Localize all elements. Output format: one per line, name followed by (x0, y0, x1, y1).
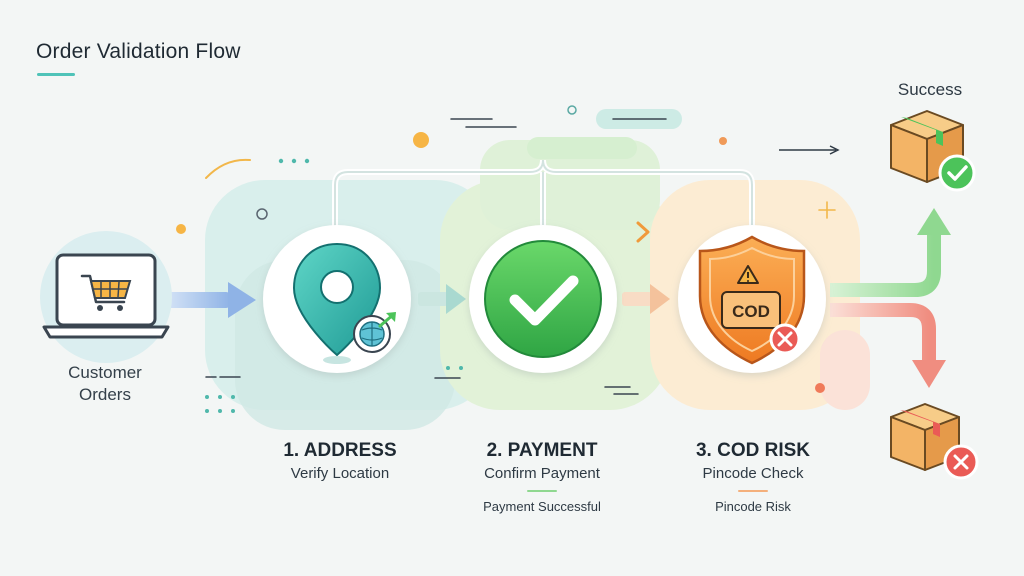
shopping-cart-icon (80, 274, 132, 311)
payment-status-bar (527, 490, 557, 492)
customer-label-line1: Customer (68, 363, 142, 382)
arrow-payment-to-cod (622, 284, 670, 314)
arrow-customer-to-address (160, 282, 256, 318)
shield-cod-label: COD (732, 302, 770, 321)
step-payment-title: 2. PAYMENT (486, 440, 598, 461)
step-payment-node (469, 225, 617, 373)
arrow-to-success (830, 208, 951, 297)
arrow-address-to-payment (418, 284, 466, 314)
customer-label-line2: Orders (79, 385, 131, 404)
customer-laptop (40, 231, 172, 363)
success-label: Success (897, 80, 963, 99)
step-cod-risk-subtitle: Pincode Check (702, 465, 804, 482)
failure-x-icon (943, 444, 979, 480)
arrow-to-failure (830, 303, 946, 388)
decorations (176, 105, 840, 413)
success-package (890, 110, 976, 192)
globe-icon (353, 312, 396, 353)
step-address-node (263, 225, 411, 373)
check-circle-icon (484, 240, 602, 358)
cod-status-bar (738, 490, 768, 492)
page-title: Order Validation Flow (36, 40, 241, 63)
error-x-icon (769, 323, 801, 355)
step-cod-risk-title: 3. COD RISK (695, 440, 811, 461)
customer-label: Customer Orders (40, 362, 170, 406)
step-payment-subtitle: Confirm Payment (484, 465, 600, 482)
step-address-subtitle: Verify Location (290, 465, 390, 482)
failure-package (890, 403, 979, 480)
step-address-title: 1. ADDRESS (283, 440, 397, 461)
title-underline (37, 73, 75, 76)
step-payment-status: Payment Successful (483, 499, 601, 514)
step-cod-risk-node: COD (678, 225, 826, 373)
step-cod-risk-status: Pincode Risk (715, 499, 791, 514)
success-check-icon (938, 154, 976, 192)
